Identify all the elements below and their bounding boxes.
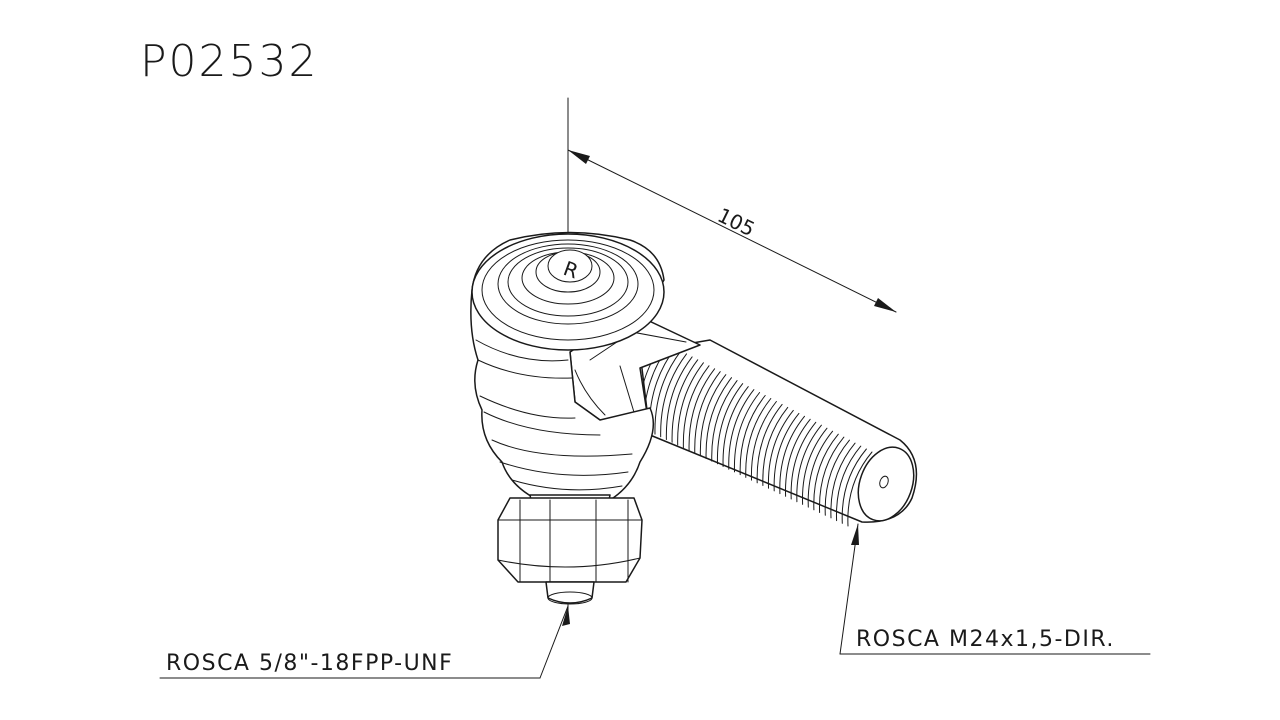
thread-line <box>733 392 761 473</box>
thread-line <box>722 386 749 467</box>
thread-line <box>767 409 794 489</box>
thread-line <box>716 383 744 465</box>
thread-line <box>699 374 727 457</box>
thread-line <box>830 442 856 519</box>
thread-line <box>750 401 777 481</box>
thread-line <box>739 395 766 476</box>
thread-line <box>819 436 845 513</box>
thread-line <box>841 448 867 524</box>
thread-line <box>745 398 772 478</box>
thread-line <box>790 421 817 500</box>
stud-and-nut <box>497 494 643 605</box>
thread-line <box>762 406 789 486</box>
thread-line <box>711 380 738 462</box>
thread-line <box>779 415 805 495</box>
thread-line <box>773 412 800 492</box>
thread-line <box>728 389 755 470</box>
thread-line <box>665 356 693 440</box>
thread-line <box>688 368 716 451</box>
thread-line <box>813 433 839 511</box>
threaded-shank <box>637 339 918 527</box>
thread-line <box>654 350 682 435</box>
stud-thread-label: ROSCA 5/8"-18FPP-UNF <box>166 651 453 676</box>
thread-line <box>796 424 822 503</box>
thread-line <box>756 403 783 484</box>
thread-line <box>705 377 732 459</box>
shank-thread-label: ROSCA M24x1,5-DIR. <box>856 627 1115 652</box>
thread-line <box>677 362 704 446</box>
thread-line <box>847 451 873 527</box>
part-number: P02532 <box>140 36 319 87</box>
thread-line <box>836 445 862 522</box>
thread-line <box>824 439 850 516</box>
thread-line <box>802 427 828 505</box>
top-cap: R <box>471 233 665 351</box>
thread-line <box>682 365 710 449</box>
thread-line <box>660 353 687 438</box>
thread-line <box>694 371 721 454</box>
callout-shank-thread: ROSCA M24x1,5-DIR. <box>839 523 1151 655</box>
thread-line <box>807 430 834 508</box>
dimension-value: 105 <box>714 203 759 241</box>
callout-stud-thread: ROSCA 5/8"-18FPP-UNF <box>159 605 570 679</box>
thread-line <box>785 418 811 497</box>
thread-line <box>671 359 699 443</box>
